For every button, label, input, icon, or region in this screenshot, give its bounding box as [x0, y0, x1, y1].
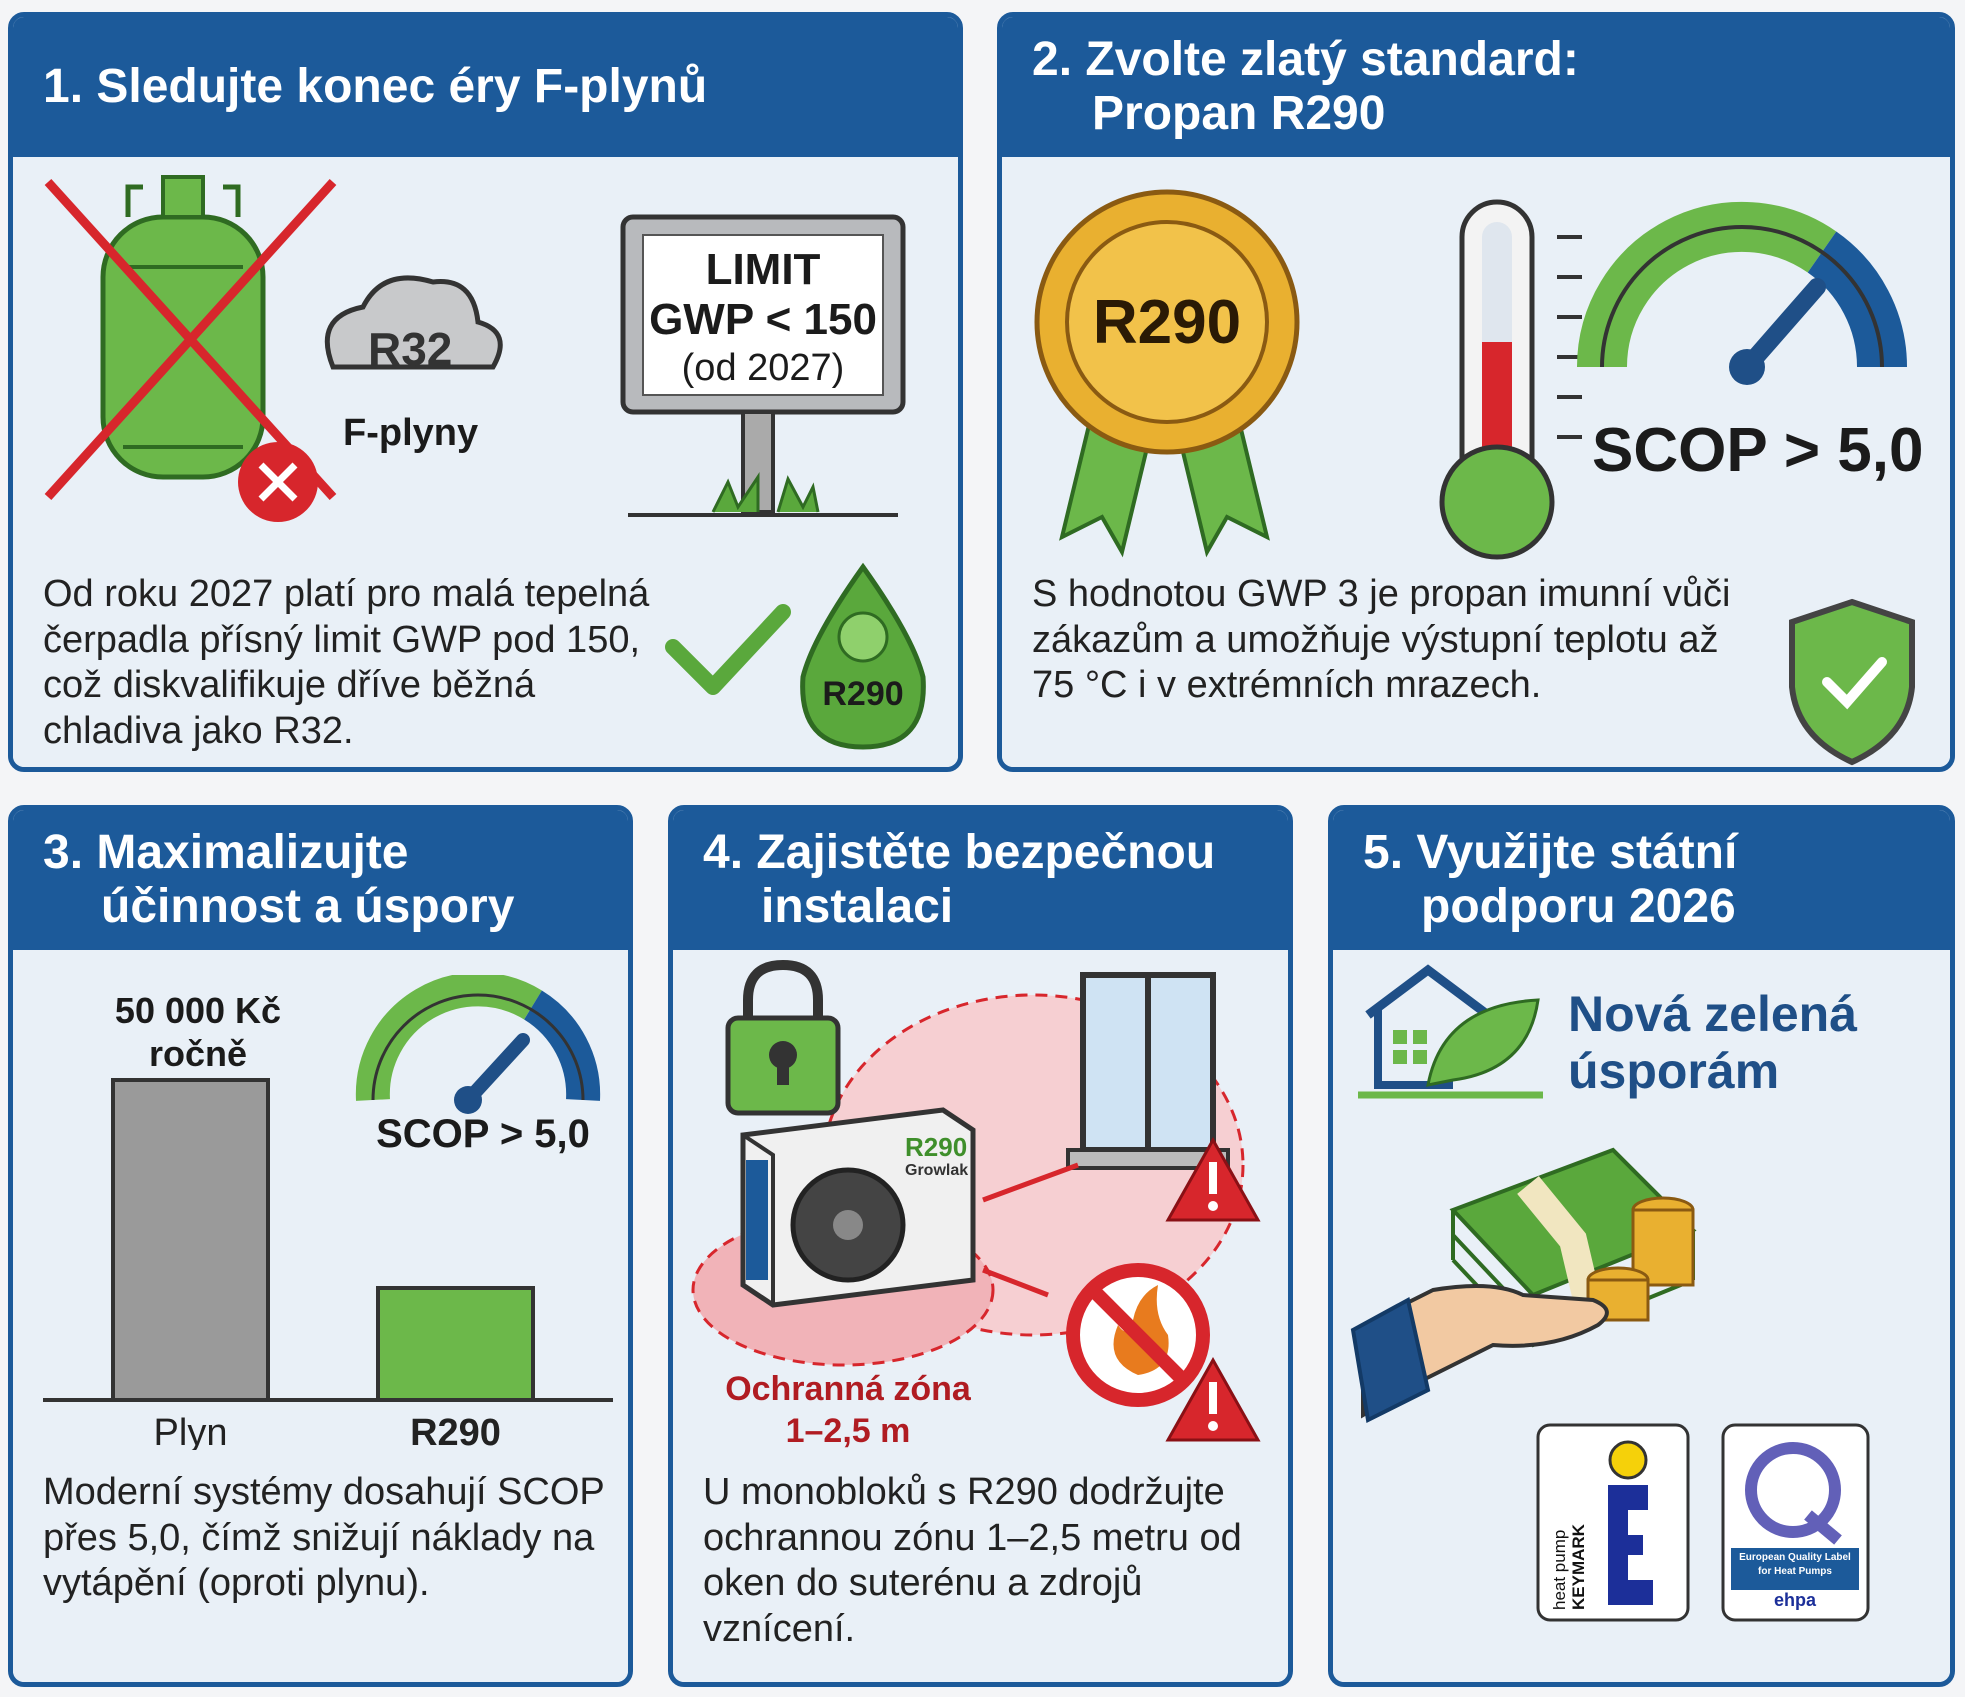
forbidden-x-icon	[238, 442, 318, 522]
panel-title-line-2: účinnost a úspory	[101, 880, 515, 933]
panel-2-illustration	[1034, 189, 1915, 766]
ehpa-brand: ehpa	[1773, 1590, 1816, 1610]
no-fire-icon	[1066, 1263, 1210, 1407]
zone-line-2: 1–2,5 m	[785, 1412, 911, 1450]
zone-line-1: Ochranná zóna	[725, 1370, 971, 1408]
panel-header: 1. Sledujte konec éry F-plynů	[13, 17, 958, 157]
panel-body: R290 Growlak Ochranná zóna 1–2,5 m U mon…	[673, 950, 1288, 1682]
panel-body: R32 F-plyny LIMIT GWP < 150 (od 2027) R2…	[13, 157, 958, 767]
keymark-line-2: KEYMARK	[1568, 1524, 1588, 1610]
gauge-label: SCOP > 5,0	[1592, 416, 1924, 485]
warning-icon	[1165, 1356, 1261, 1442]
window-icon	[1066, 972, 1230, 1170]
ehpa-line-2: for Heat Pumps	[1758, 1566, 1832, 1577]
double-arrow-icon	[982, 1162, 1079, 1298]
panel-title-line-2: podporu 2026	[1421, 880, 1736, 933]
cost-bar-chart: Plyn R290	[43, 1078, 613, 1450]
unit-brand: Growlak	[905, 1162, 969, 1179]
panel-propane: 2. Zvolte zlatý standard:Propan R290	[997, 12, 1955, 772]
ehpa-quality-logo	[1721, 1423, 1870, 1622]
cloud-label: R32	[368, 323, 453, 375]
keymark-logo	[1536, 1423, 1690, 1622]
panel-f-gases: 1. Sledujte konec éry F-plynů	[8, 12, 963, 772]
bar-r290	[376, 1286, 535, 1402]
program-name-line-2: úsporám	[1568, 1043, 1780, 1099]
panel-text: S hodnotou GWP 3 je propan imunní vůči z…	[1032, 573, 1731, 707]
cloud-icon	[324, 275, 503, 370]
panel-body: R290 SCOP > 5,0 S hodnotou GWP 3 je prop…	[1002, 157, 1950, 767]
warning-icon	[1165, 1136, 1261, 1222]
panel-title: 1. Sledujte konec éry F-plynů	[43, 60, 708, 114]
panel-body: Nová zelená úsporám heat pump KEYMARK Eu…	[1333, 950, 1950, 1682]
sign-line-2: GWP < 150	[649, 295, 877, 344]
bar-annotation-line-1: 50 000 Kč	[114, 990, 282, 1031]
panel-5-illustration	[1350, 964, 1870, 1622]
ehpa-line-1: European Quality Label	[1739, 1552, 1851, 1563]
panel-title-line-1: 4. Zajistěte bezpečnou	[703, 826, 1216, 880]
panel-text: U monobloků s R290 dodržujte ochrannou z…	[703, 1471, 1242, 1650]
program-name-line-1: Nová zelená	[1568, 986, 1858, 1042]
badge-label: R290	[1092, 288, 1242, 357]
eco-drop-icon	[800, 562, 926, 750]
panel-4-illustration	[691, 959, 1261, 1442]
sign-line-3: (od 2027)	[681, 347, 845, 389]
unit-label: R290	[905, 1132, 968, 1162]
green-house-logo	[1358, 964, 1543, 1099]
hand-icon	[1350, 1284, 1609, 1423]
padlock-icon	[725, 959, 841, 1116]
gauge-label: SCOP > 5,0	[376, 1112, 590, 1156]
panel-title-line-1: 5. Využijte státní	[1363, 826, 1738, 880]
panel-1-illustration	[44, 175, 926, 750]
gauge-icon	[1577, 201, 1908, 385]
thermometer-icon	[1439, 199, 1582, 560]
panel-text: Od roku 2027 platí pro malá tepelná čerp…	[43, 573, 650, 752]
panel-body: Plyn R290 50 000 Kč ročně SCOP > 5,0 Mode…	[13, 950, 628, 1682]
gauge-icon	[355, 975, 601, 1114]
award-badge-icon	[1034, 189, 1300, 558]
cloud-caption: F-plyny	[343, 412, 479, 454]
bar-plyn	[111, 1078, 270, 1402]
category-label: R290	[410, 1412, 501, 1450]
limit-sign-icon	[620, 214, 906, 517]
panel-title-line-1: 2. Zvolte zlatý standard:	[1032, 33, 1579, 87]
keymark-line-1: heat pump	[1550, 1529, 1569, 1610]
panel-title-line-2: Propan R290	[1092, 87, 1386, 140]
checkmark-icon	[665, 604, 791, 695]
heat-pump-unit-icon	[740, 1107, 976, 1308]
bar-annotation-line-2: ročně	[148, 1033, 248, 1074]
keymark-label: heat pump KEYMARK	[1550, 1524, 1588, 1610]
shield-check-icon	[1789, 598, 1915, 766]
panel-header: 2. Zvolte zlatý standard:Propan R290	[1002, 17, 1950, 157]
panel-text: Moderní systémy dosahují SCOP přes 5,0, …	[43, 1471, 605, 1605]
panel-title-line-2: instalaci	[761, 880, 954, 933]
category-label: Plyn	[154, 1412, 228, 1450]
panel-title-line-1: 3. Maximalizujte	[43, 826, 409, 880]
sign-line-1: LIMIT	[705, 245, 821, 294]
drop-label: R290	[822, 675, 904, 713]
